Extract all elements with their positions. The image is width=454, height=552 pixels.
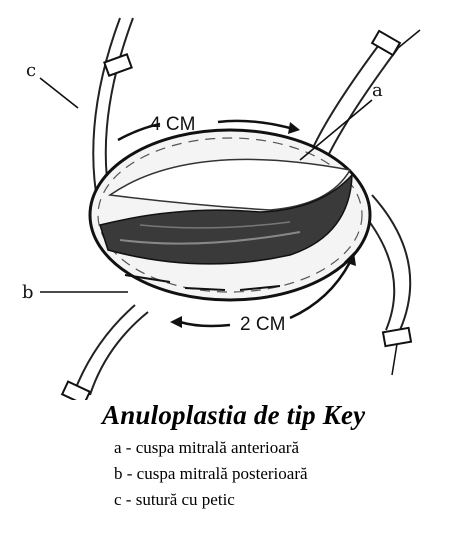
key-annuloplasty-illustration: 4 CM 2 CM a b c (0, 0, 454, 400)
figure-caption: Anuloplastia de tip Key a - cuspa mitral… (100, 400, 454, 513)
label-b: b (22, 282, 34, 303)
pledget-lower-left (62, 382, 90, 400)
pledget-upper-right (372, 31, 400, 55)
legend-item-a: a - cuspa mitrală anterioară (114, 435, 454, 461)
legend: a - cuspa mitrală anterioară b - cuspa m… (100, 435, 454, 513)
bottom-dimension-label: 2 CM (240, 314, 285, 335)
label-c: c (26, 60, 36, 81)
label-a: a (372, 80, 383, 101)
pledget-lower-right (383, 328, 411, 346)
needle-lower-right (392, 344, 397, 375)
leader-c (40, 78, 78, 108)
mitral-valve (90, 130, 370, 300)
needles (392, 30, 420, 375)
needle-upper-right (398, 30, 420, 48)
pledget-upper-left (104, 54, 131, 75)
legend-item-c: c - sutură cu petic (114, 487, 454, 513)
legend-item-b: b - cuspa mitrală posterioară (114, 461, 454, 487)
caption-title: Anuloplastia de tip Key (102, 400, 454, 431)
leader-a (300, 100, 372, 160)
top-dimension-label: 4 CM (150, 114, 195, 135)
